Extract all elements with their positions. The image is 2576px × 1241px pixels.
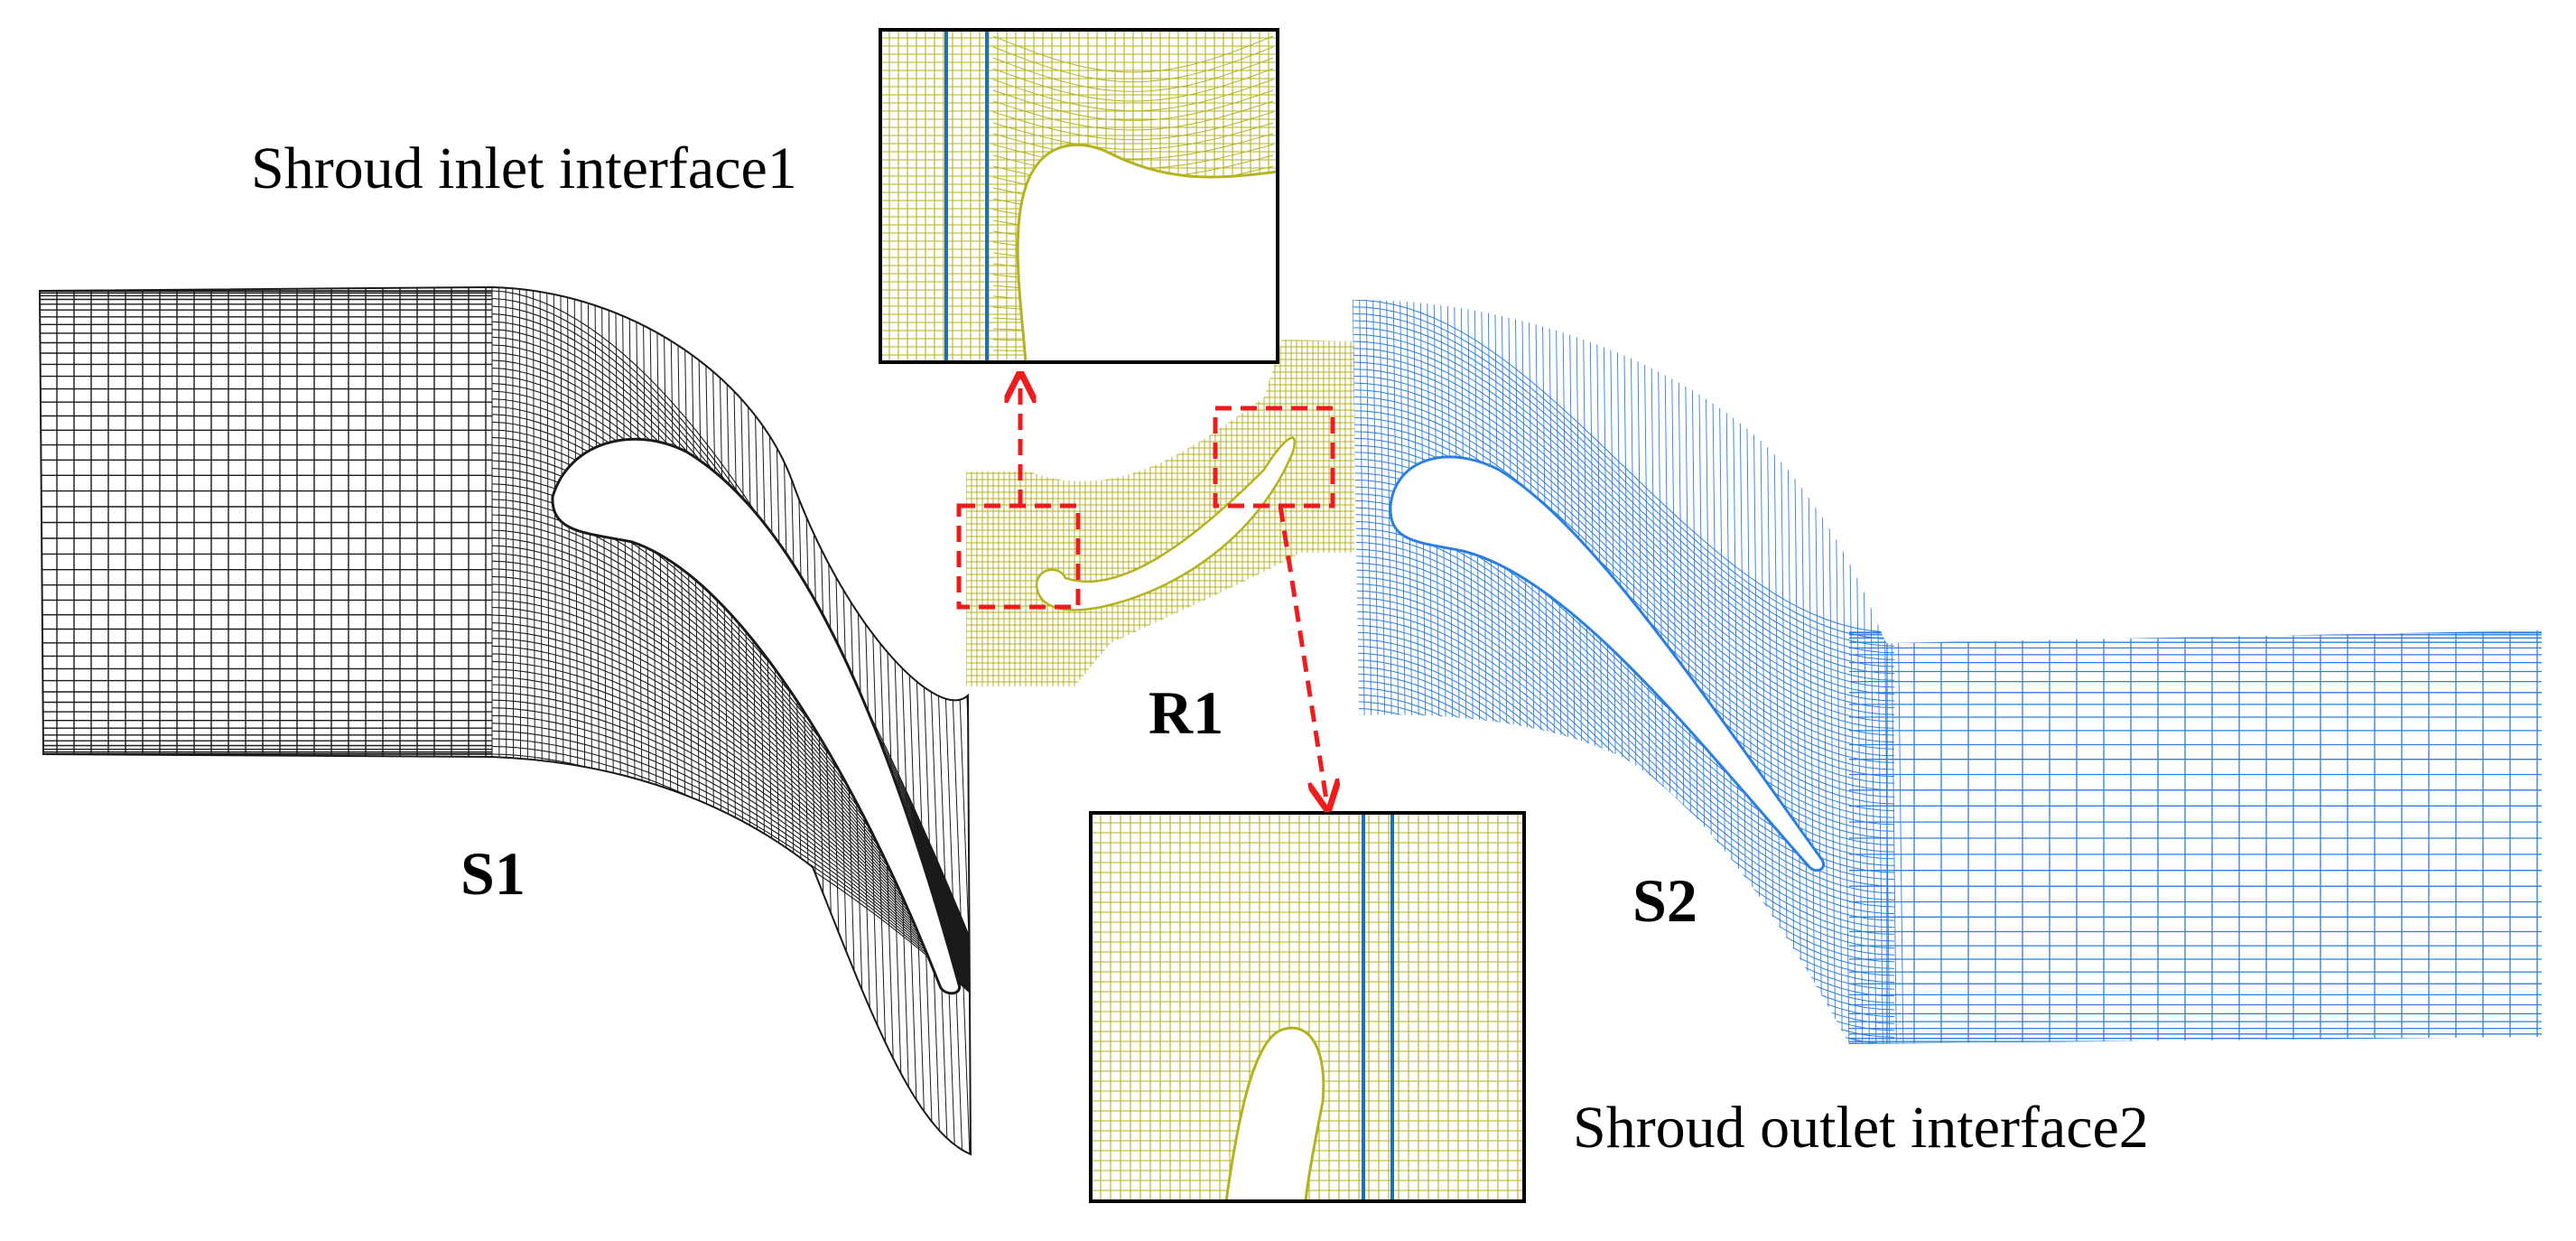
rotor-r1-mesh	[966, 340, 1354, 686]
inlet-interface-zoom-inset	[879, 28, 1279, 364]
outlet-callout-arrow	[1278, 505, 1327, 806]
label-inlet-interface: Shroud inlet interface1	[251, 135, 797, 201]
outlet-callout-box	[1213, 406, 1335, 509]
label-r1: R1	[1149, 678, 1223, 747]
r1-blade-profile	[1035, 436, 1296, 611]
label-outlet-interface: Shroud outlet interface2	[1573, 1095, 2149, 1161]
s1-blade-profile	[551, 437, 962, 995]
label-s1: S1	[460, 839, 525, 908]
stator-s1-mesh	[38, 285, 972, 1156]
stator-s2-mesh	[1353, 299, 2542, 1044]
s2-blade-profile	[1389, 455, 1825, 872]
outlet-interface-zoom-inset	[1089, 811, 1526, 1203]
callout-annotations	[956, 378, 1335, 806]
label-s2: S2	[1632, 866, 1697, 935]
